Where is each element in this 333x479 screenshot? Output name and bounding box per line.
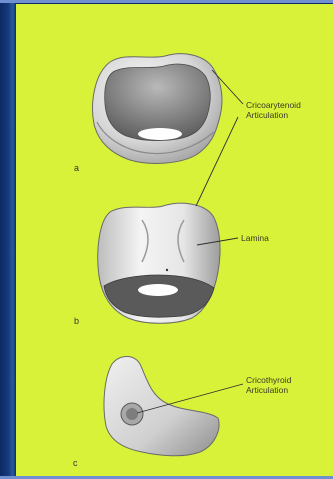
cricoid-view-b: [98, 203, 220, 323]
label-cricoarytenoid-line1: Cricoarytenoid: [246, 100, 301, 110]
figure-letter-c: c: [73, 458, 78, 468]
label-cricoarytenoid-line2: Articulation: [246, 110, 288, 120]
label-cricothyroid-line1: Cricothyroid: [246, 375, 292, 385]
figure-letter-a: a: [74, 163, 79, 173]
label-cricothyroid-line2: Articulation: [246, 385, 288, 395]
label-lamina: Lamina: [241, 233, 269, 243]
figure-letter-b: b: [74, 316, 79, 326]
cricoid-view-a: [93, 54, 222, 164]
